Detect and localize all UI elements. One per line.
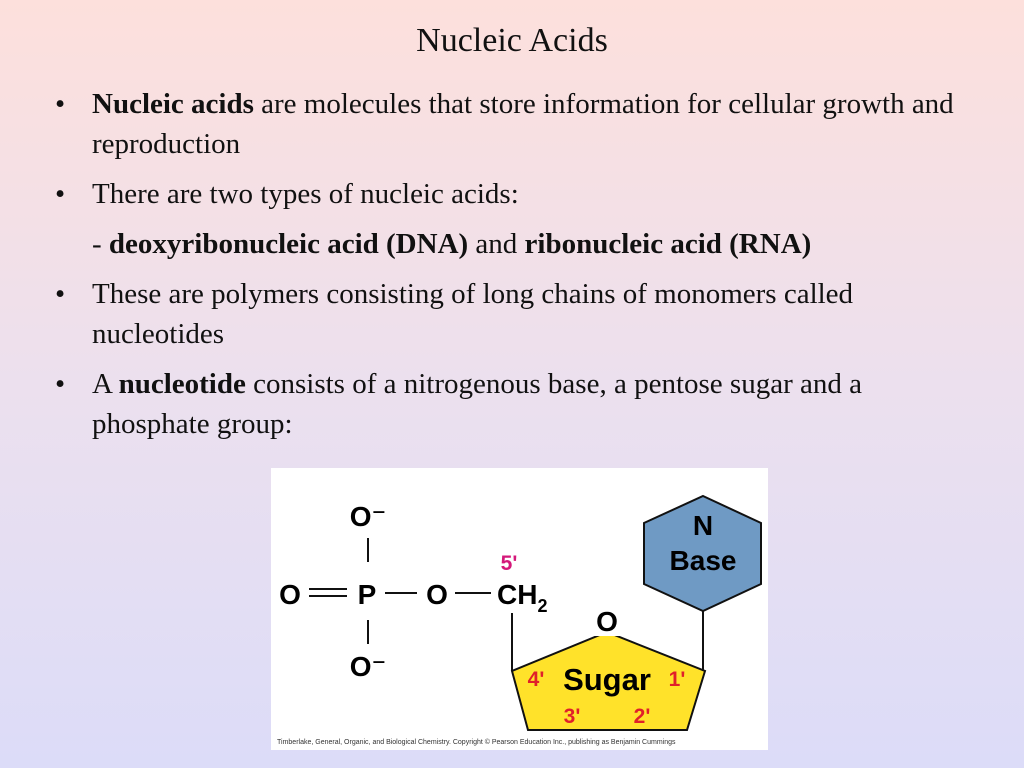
bullet-text: These are polymers consisting of long ch… [92,278,854,350]
carbon-1-label: 1' [669,668,686,691]
sugar-ring [510,630,707,731]
phosphate-o-top: O⁻ [350,501,387,532]
term-dna: deoxyribonucleic acid (DNA) [108,228,469,260]
carbon-2-label: 2' [634,705,651,728]
bullet-marker: • [55,278,66,310]
bullet-item: • There are two types of nucleic acids: [55,174,975,214]
carbon-3-label: 3' [564,705,581,728]
figure-caption: Timberlake, General, Organic, and Biolog… [277,739,676,746]
bullet-text: consists of a nitrogenous base, a pentos… [92,368,862,440]
base-label: Base [670,545,737,576]
phosphate-o-left: O [279,579,301,610]
sugar-label: Sugar [563,662,651,697]
term-nucleic-acids: Nucleic acids [92,88,254,120]
carbon-5-label: 5' [501,552,518,575]
base-hexagon [643,494,762,613]
sub-and: and [468,228,525,260]
phosphorus-atom: P [358,579,377,610]
bullet-item: • Nucleic acids are molecules that store… [55,84,975,164]
bullet-marker: • [55,368,66,400]
sub-item: - deoxyribonucleic acid (DNA) and ribonu… [55,224,975,264]
bullet-pre: A [92,368,119,400]
nucleotide-figure: O⁻ O P O O⁻ 5' CH2 O Sugar 4' 1' 3' 2' N… [271,468,768,750]
ring-oxygen-mask [593,606,621,636]
ch2-text: CH [497,579,537,610]
carbon-4-label: 4' [528,668,545,691]
phosphate-o-bottom: O⁻ [350,651,387,682]
bullet-item: • These are polymers consisting of long … [55,274,975,354]
term-rna: ribonucleic acid (RNA) [524,228,812,260]
ring-oxygen: O [596,606,618,637]
ch2-subscript: 2 [537,596,547,616]
base-n-label: N [693,510,713,541]
bullet-marker: • [55,178,66,210]
bullet-marker: • [55,88,66,120]
phosphate-o-link: O [426,579,448,610]
bullet-text: There are two types of nucleic acids: [92,178,519,210]
bullet-item: • A nucleotide consists of a nitrogenous… [55,364,975,444]
term-nucleotide: nucleotide [118,368,246,400]
bullet-list: • Nucleic acids are molecules that store… [55,84,975,454]
sub-dash: - [92,228,109,260]
nucleotide-diagram: O⁻ O P O O⁻ 5' CH2 O Sugar 4' 1' 3' 2' N… [279,494,762,731]
ch2-group: CH2 [497,579,547,616]
bullet-text: are molecules that store information for… [92,88,954,160]
slide-title: Nucleic Acids [416,22,608,59]
